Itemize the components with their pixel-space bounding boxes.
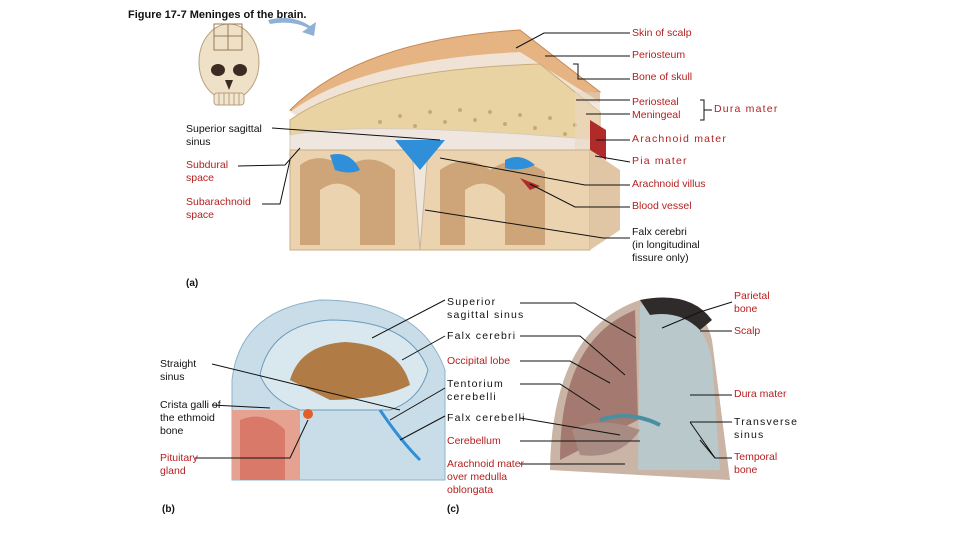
label-bone-of-skull: Bone of skull (632, 71, 693, 83)
label-pia-mater: Pia mater (632, 155, 688, 167)
label-falx-cerebri-center: Falx cerebri (447, 330, 517, 342)
label-temporal-bone: Temporal bone (734, 451, 778, 476)
layered-block-a (289, 29, 620, 251)
label-subarachnoid-space: Subarachnoid space (186, 196, 251, 221)
label-pituitary-gland: Pituitary gland (160, 452, 198, 477)
label-falx-cerebelli: Falx cerebelli (447, 412, 526, 424)
dissection-photo-c (550, 297, 730, 480)
panel-label-c: (c) (447, 504, 460, 515)
label-arachnoid-over-medulla: Arachnoid mater over medulla oblongata (447, 458, 525, 496)
label-falx-cerebri-a: Falx cerebri (in longitudinal fissure on… (632, 226, 700, 264)
panel-label-a: (a) (186, 278, 199, 289)
leader-lines-b (195, 299, 446, 459)
sagittal-head-b (231, 299, 446, 481)
label-cerebellum: Cerebellum (447, 435, 501, 447)
label-scalp: Scalp (734, 325, 761, 337)
label-dura-mater-c: Dura mater (734, 388, 787, 400)
figure-caption: Figure 17-7 Meninges of the brain. (128, 9, 307, 21)
label-straight-sinus: Straight sinus (160, 358, 197, 383)
pointer-arrow-icon (268, 18, 316, 36)
skull-thumbnail (198, 23, 260, 106)
label-dura-mater-a: Dura mater (714, 103, 779, 115)
label-tentorium-cerebelli: Tentorium cerebelli (447, 378, 504, 403)
label-transverse-sinus: Transverse sinus (734, 416, 799, 441)
label-periosteum: Periosteum (632, 49, 686, 61)
label-superior-sagittal-sinus-a: Superior sagittal sinus (186, 123, 262, 148)
label-occipital-lobe: Occipital lobe (447, 355, 511, 367)
leader-lines-c (519, 301, 733, 465)
label-arachnoid-villus: Arachnoid villus (632, 178, 706, 190)
label-periosteal-meningeal: Periosteal Meningeal (632, 96, 681, 121)
label-subdural-space: Subdural space (186, 159, 229, 184)
label-parietal-bone: Parietal bone (734, 290, 770, 315)
label-blood-vessel: Blood vessel (632, 200, 692, 212)
label-arachnoid-mater: Arachnoid mater (632, 133, 728, 145)
label-superior-sagittal-sinus-center: Superior sagittal sinus (447, 296, 525, 321)
label-crista-galli: Crista galli of the ethmoid bone (160, 399, 221, 437)
panel-label-b: (b) (162, 504, 175, 515)
label-skin-of-scalp: Skin of scalp (632, 27, 692, 39)
leader-lines-a (237, 32, 712, 239)
